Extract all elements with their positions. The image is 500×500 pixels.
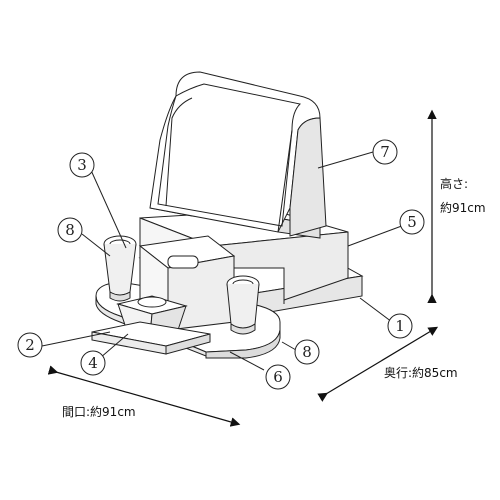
callout-2: 2 [17, 332, 43, 358]
callout-1-number: 1 [395, 317, 405, 335]
callout-5-number: 5 [407, 213, 417, 231]
callout-3: 3 [69, 152, 95, 178]
dimension-arrows [47, 109, 439, 427]
width-arrow [47, 365, 241, 427]
callout-6: 6 [265, 364, 291, 390]
flower-vase-right [226, 275, 260, 335]
height-value: 約91cm [440, 200, 486, 215]
depth-arrow [317, 326, 439, 402]
callout-1: 1 [387, 313, 413, 339]
leader-lines [41, 151, 408, 371]
depth-label: 奥行:約85cm [384, 365, 458, 380]
height-label: 高さ: [440, 176, 468, 191]
callout-8-right: 8 [294, 339, 320, 365]
width-label: 間口:約91cm [62, 404, 136, 419]
callout-6-number: 6 [273, 368, 283, 386]
callout-7: 7 [372, 139, 398, 165]
callout-5: 5 [399, 209, 425, 235]
callout-3-number: 3 [77, 156, 87, 174]
flower-vase-left [103, 235, 137, 302]
main-tombstone [149, 71, 327, 237]
callout-4: 4 [80, 350, 106, 376]
callout-8-left-number: 8 [65, 221, 75, 239]
incense-holder [91, 295, 211, 355]
callout-8-left: 8 [57, 217, 83, 243]
callout-7-number: 7 [380, 143, 390, 161]
callout-2-number: 2 [25, 336, 35, 354]
callout-8-right-number: 8 [302, 343, 312, 361]
callout-4-number: 4 [88, 354, 98, 372]
